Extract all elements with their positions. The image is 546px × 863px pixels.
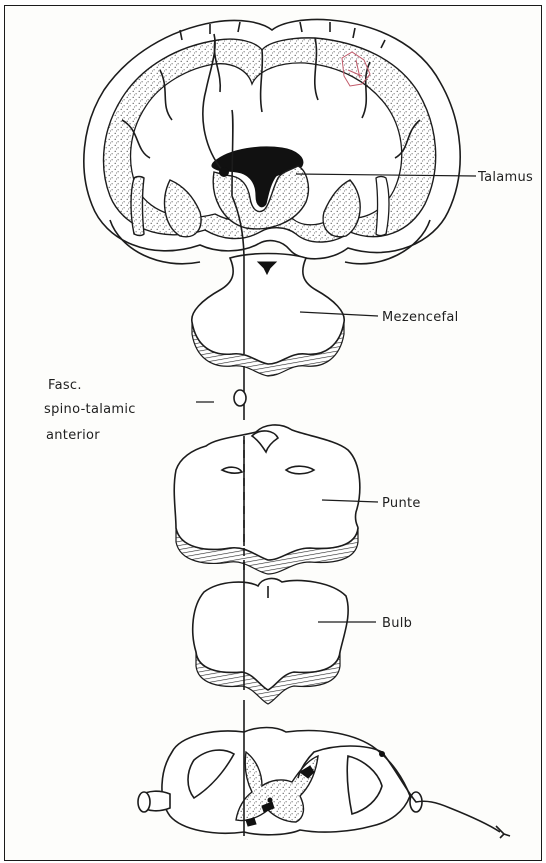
claustrum-left [131, 177, 144, 236]
peripheral-fibre-end [496, 826, 510, 838]
claustrum-right [376, 177, 389, 236]
label-mezencefal: Mezencefal [382, 310, 459, 325]
central-canal [268, 798, 273, 803]
medulla-section [193, 579, 348, 704]
brain-coronal-section [84, 19, 460, 263]
label-bulb: Bulb [382, 616, 412, 631]
label-talamus: Talamus [477, 170, 533, 185]
thalamocortical-projection-2 [232, 110, 233, 196]
label-punte: Punte [382, 496, 421, 511]
thalamic-neuron [219, 167, 229, 177]
label-fasc-line2: spino-talamic [44, 402, 136, 417]
label-fasc-line1: Fasc. [48, 378, 82, 393]
spinal-cord-section [138, 728, 422, 835]
pons-section [174, 425, 360, 574]
pons-cavity-right [286, 466, 314, 474]
dorsal-ganglion-cell [379, 751, 385, 757]
tract-cross-section [234, 390, 246, 406]
label-fasc-line3: anterior [46, 428, 100, 443]
midbrain-section [192, 254, 344, 377]
dorsal-root-ganglion-left [138, 792, 150, 812]
